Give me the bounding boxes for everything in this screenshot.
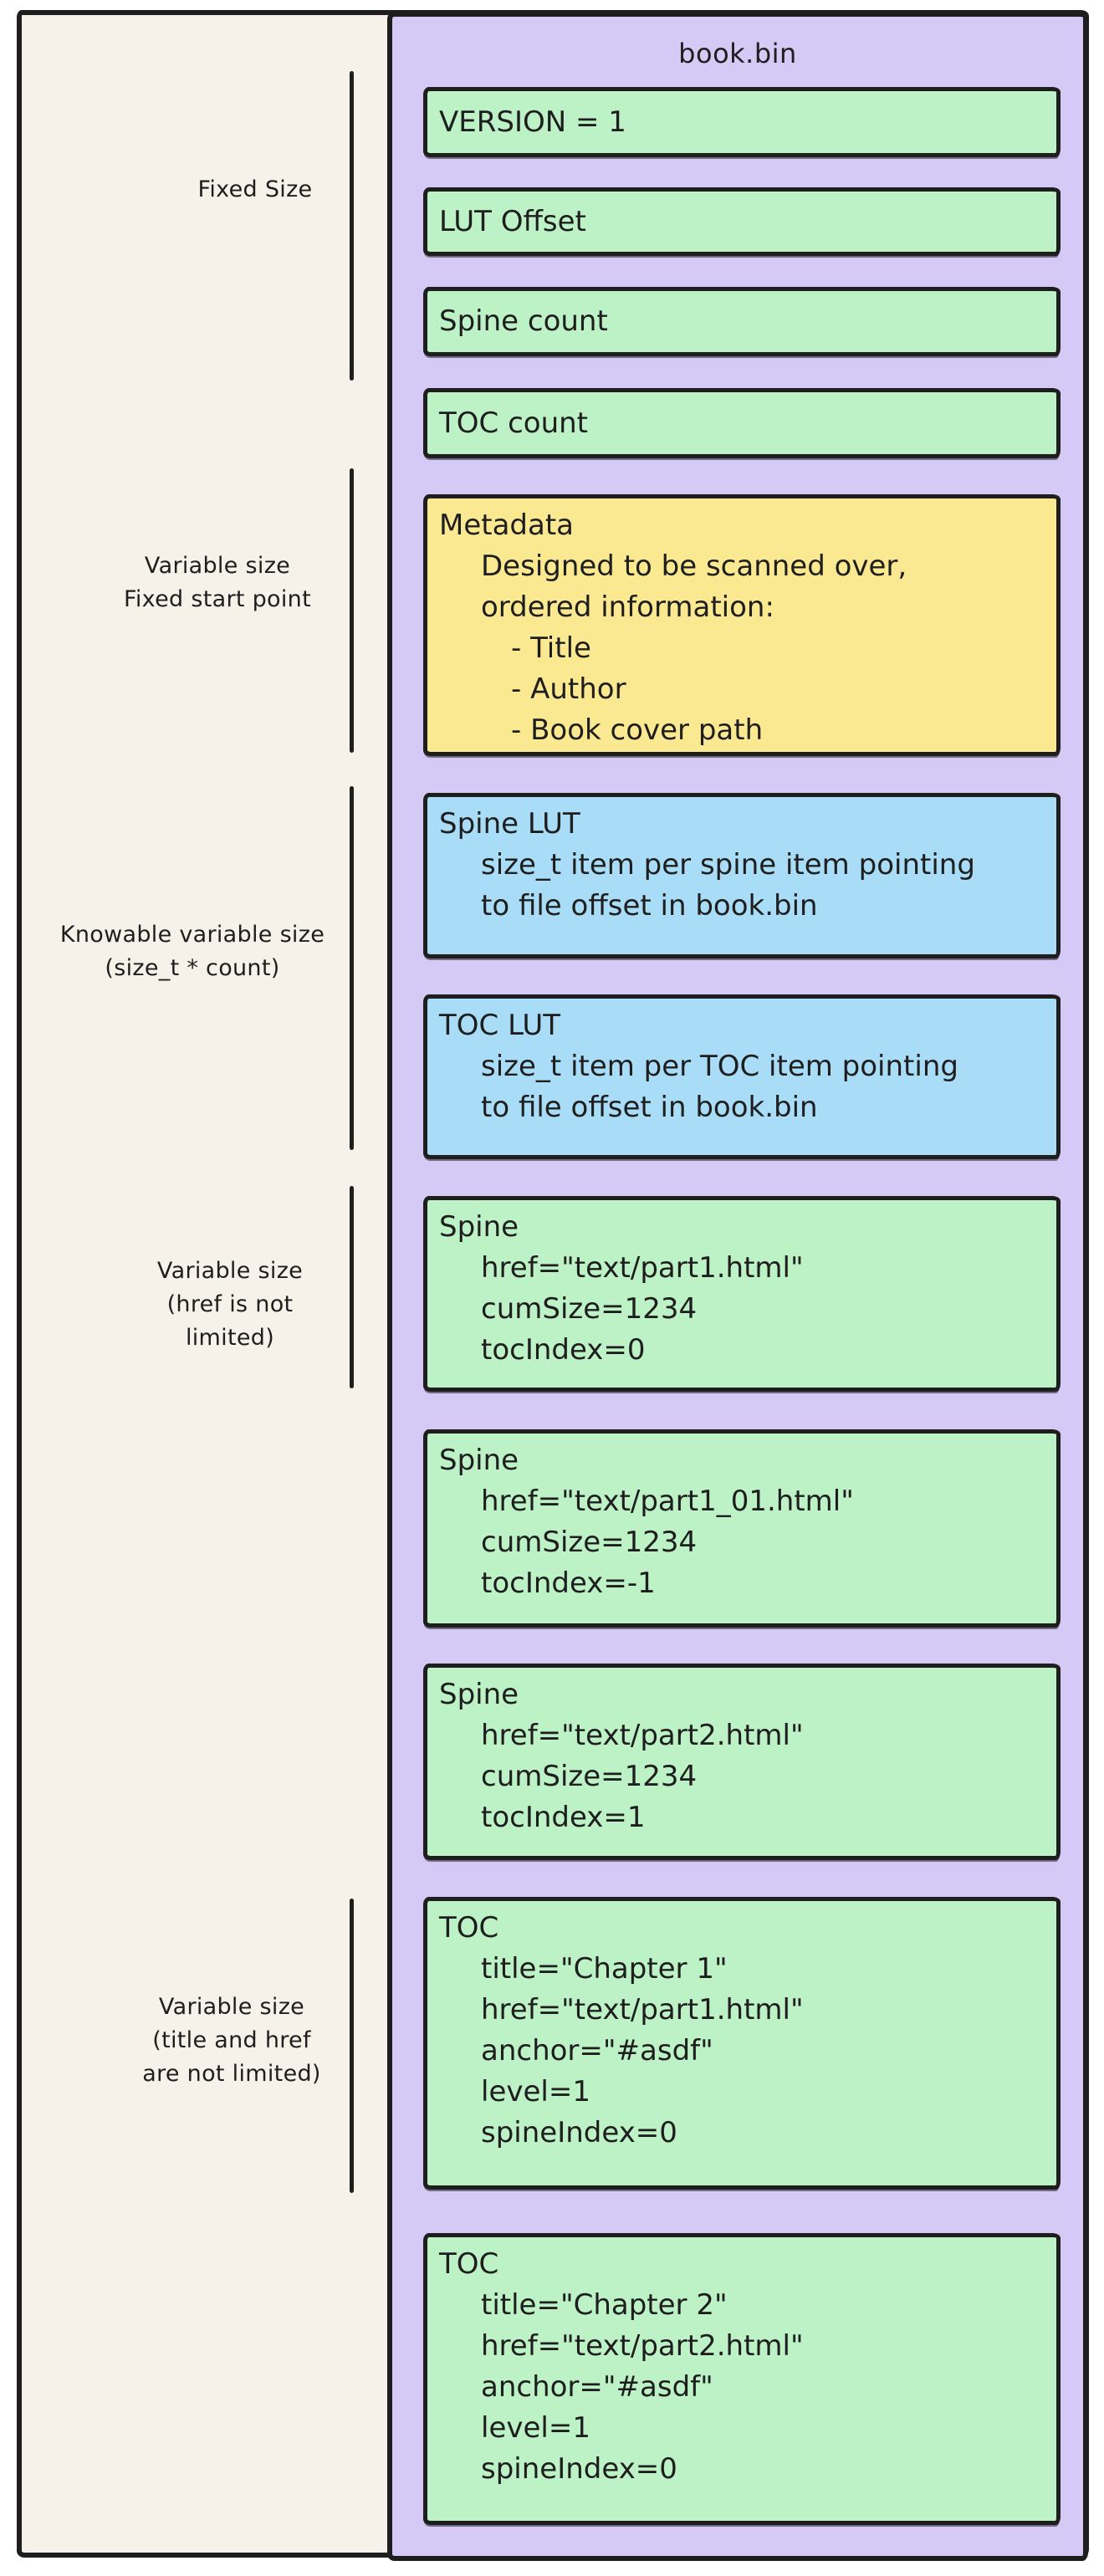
- block-metadata-line: ordered information:: [481, 590, 774, 624]
- block-spine-1-line: href="text/part1.html": [481, 1251, 804, 1285]
- section-bracket-variable-size-title-href: [350, 1899, 354, 2193]
- block-version-line: VERSION = 1: [439, 105, 626, 139]
- block-spine-lut-line: Spine LUT: [439, 807, 580, 841]
- block-spine-1-line: Spine: [439, 1210, 519, 1244]
- section-label-line: Knowable variable size: [59, 922, 325, 948]
- block-toc-lut-line: size_t item per TOC item pointing: [481, 1050, 958, 1083]
- block-spine-2-line: Spine: [439, 1444, 519, 1477]
- block-spine-count-line: Spine count: [439, 304, 608, 338]
- block-spine-2-line: cumSize=1234: [481, 1526, 698, 1559]
- block-toc-2-line: spineIndex=0: [481, 2452, 677, 2486]
- block-toc-1-line: level=1: [481, 2075, 590, 2108]
- section-label-line: are not limited): [142, 2061, 321, 2087]
- block-toc-2-line: TOC: [439, 2247, 499, 2281]
- section-label-line: Variable size: [156, 1258, 304, 1284]
- section-label-fixed-size: Fixed Size: [88, 173, 422, 207]
- section-bracket-knowable-variable-size: [350, 786, 354, 1150]
- block-spine-1: Spine href="text/part1.html" cumSize=1234 t…: [423, 1196, 1061, 1392]
- block-version: VERSION = 1: [423, 87, 1061, 157]
- section-label-line: Fixed start point: [124, 586, 311, 612]
- block-toc-count: TOC count: [423, 388, 1061, 458]
- block-toc-1-line: anchor="#asdf": [481, 2034, 713, 2067]
- block-toc-lut: TOC LUT size_t item per TOC item pointing…: [423, 994, 1061, 1159]
- block-metadata-line: - Title: [511, 631, 591, 665]
- block-spine-1-line: tocIndex=0: [481, 1333, 646, 1367]
- block-spine-3: Spine href="text/part2.html" cumSize=1234 t…: [423, 1664, 1061, 1860]
- block-metadata-line: - Author: [511, 672, 626, 706]
- block-spine-2: Spine href="text/part1_01.html" cumSize=12…: [423, 1429, 1061, 1628]
- block-toc-2: TOC title="Chapter 2" href="text/part2.htm…: [423, 2233, 1061, 2525]
- section-bracket-variable-size-fixed-start: [350, 468, 354, 753]
- block-metadata-line: - Book cover path: [511, 713, 764, 747]
- block-toc-2-line: anchor="#asdf": [481, 2370, 713, 2404]
- section-label-line: (size_t * count): [105, 955, 280, 981]
- block-spine-2-line: tocIndex=-1: [481, 1567, 656, 1600]
- block-toc-1-line: TOC: [439, 1911, 499, 1945]
- block-toc-lut-line: to file offset in book.bin: [481, 1091, 818, 1124]
- block-toc-1-line: title="Chapter 1": [481, 1952, 728, 1986]
- block-metadata-line: Designed to be scanned over,: [481, 549, 907, 583]
- section-label-variable-size-title-href: Variable size (title and href are not limi…: [64, 1991, 399, 2091]
- section-label-line: (href is not: [166, 1291, 294, 1317]
- block-spine-lut-line: to file offset in book.bin: [481, 889, 818, 923]
- section-bracket-fixed-size: [350, 71, 354, 381]
- section-label-knowable-variable-size: Knowable variable size (size_t * count): [25, 918, 360, 985]
- block-toc-2-line: href="text/part2.html": [481, 2329, 804, 2363]
- block-spine-3-line: tocIndex=1: [481, 1801, 646, 1834]
- section-label-line: Variable size: [144, 553, 291, 579]
- section-label-line: Fixed Size: [197, 176, 313, 202]
- block-toc-lut-line: TOC LUT: [439, 1009, 560, 1042]
- block-spine-3-line: cumSize=1234: [481, 1760, 698, 1793]
- block-spine-lut: Spine LUT size_t item per spine item poin…: [423, 793, 1061, 958]
- block-toc-count-line: TOC count: [439, 406, 589, 440]
- block-toc-2-line: level=1: [481, 2411, 590, 2445]
- section-label-line: limited): [185, 1325, 275, 1351]
- block-spine-lut-line: size_t item per spine item pointing: [481, 848, 975, 882]
- section-label-variable-size-href: Variable size (href is not limited): [63, 1255, 397, 1355]
- block-spine-3-line: href="text/part2.html": [481, 1719, 804, 1752]
- section-bracket-variable-size-href: [350, 1186, 354, 1388]
- block-metadata-line: Metadata: [439, 509, 575, 542]
- block-spine-3-line: Spine: [439, 1678, 519, 1711]
- block-spine-1-line: cumSize=1234: [481, 1292, 698, 1326]
- section-label-line: Variable size: [158, 1994, 305, 2020]
- block-toc-1-line: href="text/part1.html": [481, 1993, 804, 2027]
- block-lut-offset: LUT Offset: [423, 187, 1061, 256]
- section-label-line: (title and href: [152, 2027, 311, 2053]
- block-toc-1-line: spineIndex=0: [481, 2116, 677, 2149]
- block-toc-1: TOC title="Chapter 1" href="text/part1.htm…: [423, 1897, 1061, 2190]
- block-spine-2-line: href="text/part1_01.html": [481, 1485, 854, 1518]
- file-title: book.bin: [678, 38, 797, 69]
- block-toc-2-line: title="Chapter 2": [481, 2288, 728, 2322]
- block-lut-offset-line: LUT Offset: [439, 204, 586, 238]
- block-spine-count: Spine count: [423, 287, 1061, 356]
